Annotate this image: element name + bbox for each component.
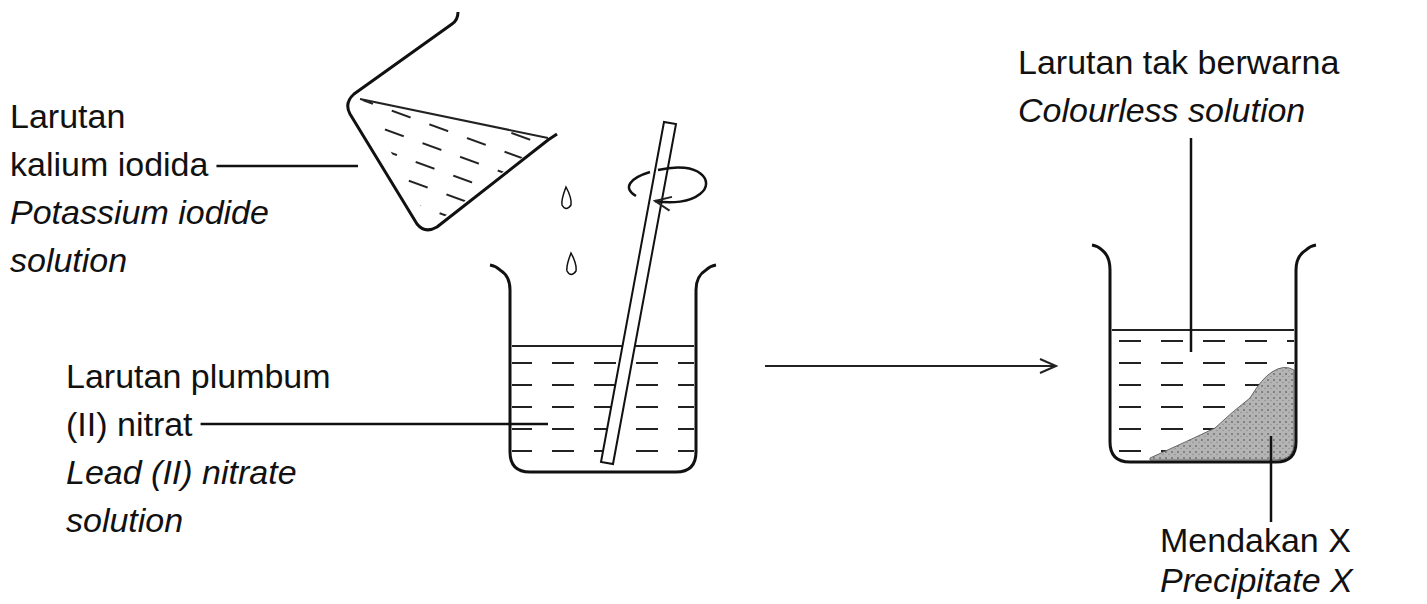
- stir-arrow: [629, 172, 650, 196]
- leader-line: [1190, 138, 1193, 352]
- reagent-label: Larutan plumbum (II) nitrat: [66, 352, 348, 448]
- reagent-label: Potassium iodide solution: [10, 188, 285, 284]
- reagent-label: Larutan kalium iodida: [10, 92, 222, 188]
- liquid-surface: [1112, 329, 1294, 331]
- leader-line: [1270, 436, 1273, 522]
- precipitate-label: Precipitate X: [1160, 556, 1420, 604]
- liquid-surface: [512, 345, 694, 347]
- beaker-wall: [1092, 245, 1316, 462]
- precipitate-label: Mendakan X: [1160, 516, 1420, 564]
- solution-label: Larutan tak berwarna: [1018, 38, 1418, 86]
- beaker-wall: [490, 265, 716, 472]
- drop: [567, 253, 576, 275]
- glass-rod: [601, 122, 676, 464]
- drop: [562, 187, 571, 209]
- product-beaker: [1092, 245, 1316, 462]
- pouring-beaker: [348, 12, 557, 230]
- reagent-label: Lead (II) nitrate solution: [66, 448, 348, 544]
- leader-line: [201, 423, 548, 426]
- precipitate: [1150, 367, 1294, 460]
- liquid-surface: [360, 99, 548, 138]
- leader-line: [216, 165, 358, 168]
- beaker-wall: [348, 12, 557, 230]
- stir-arrow: [655, 167, 706, 202]
- process-arrow: [765, 365, 1056, 367]
- colourless-liquid: [1112, 330, 1294, 460]
- solution-label: Colourless solution: [1018, 86, 1418, 134]
- lead-nitrate-beaker: [490, 265, 716, 472]
